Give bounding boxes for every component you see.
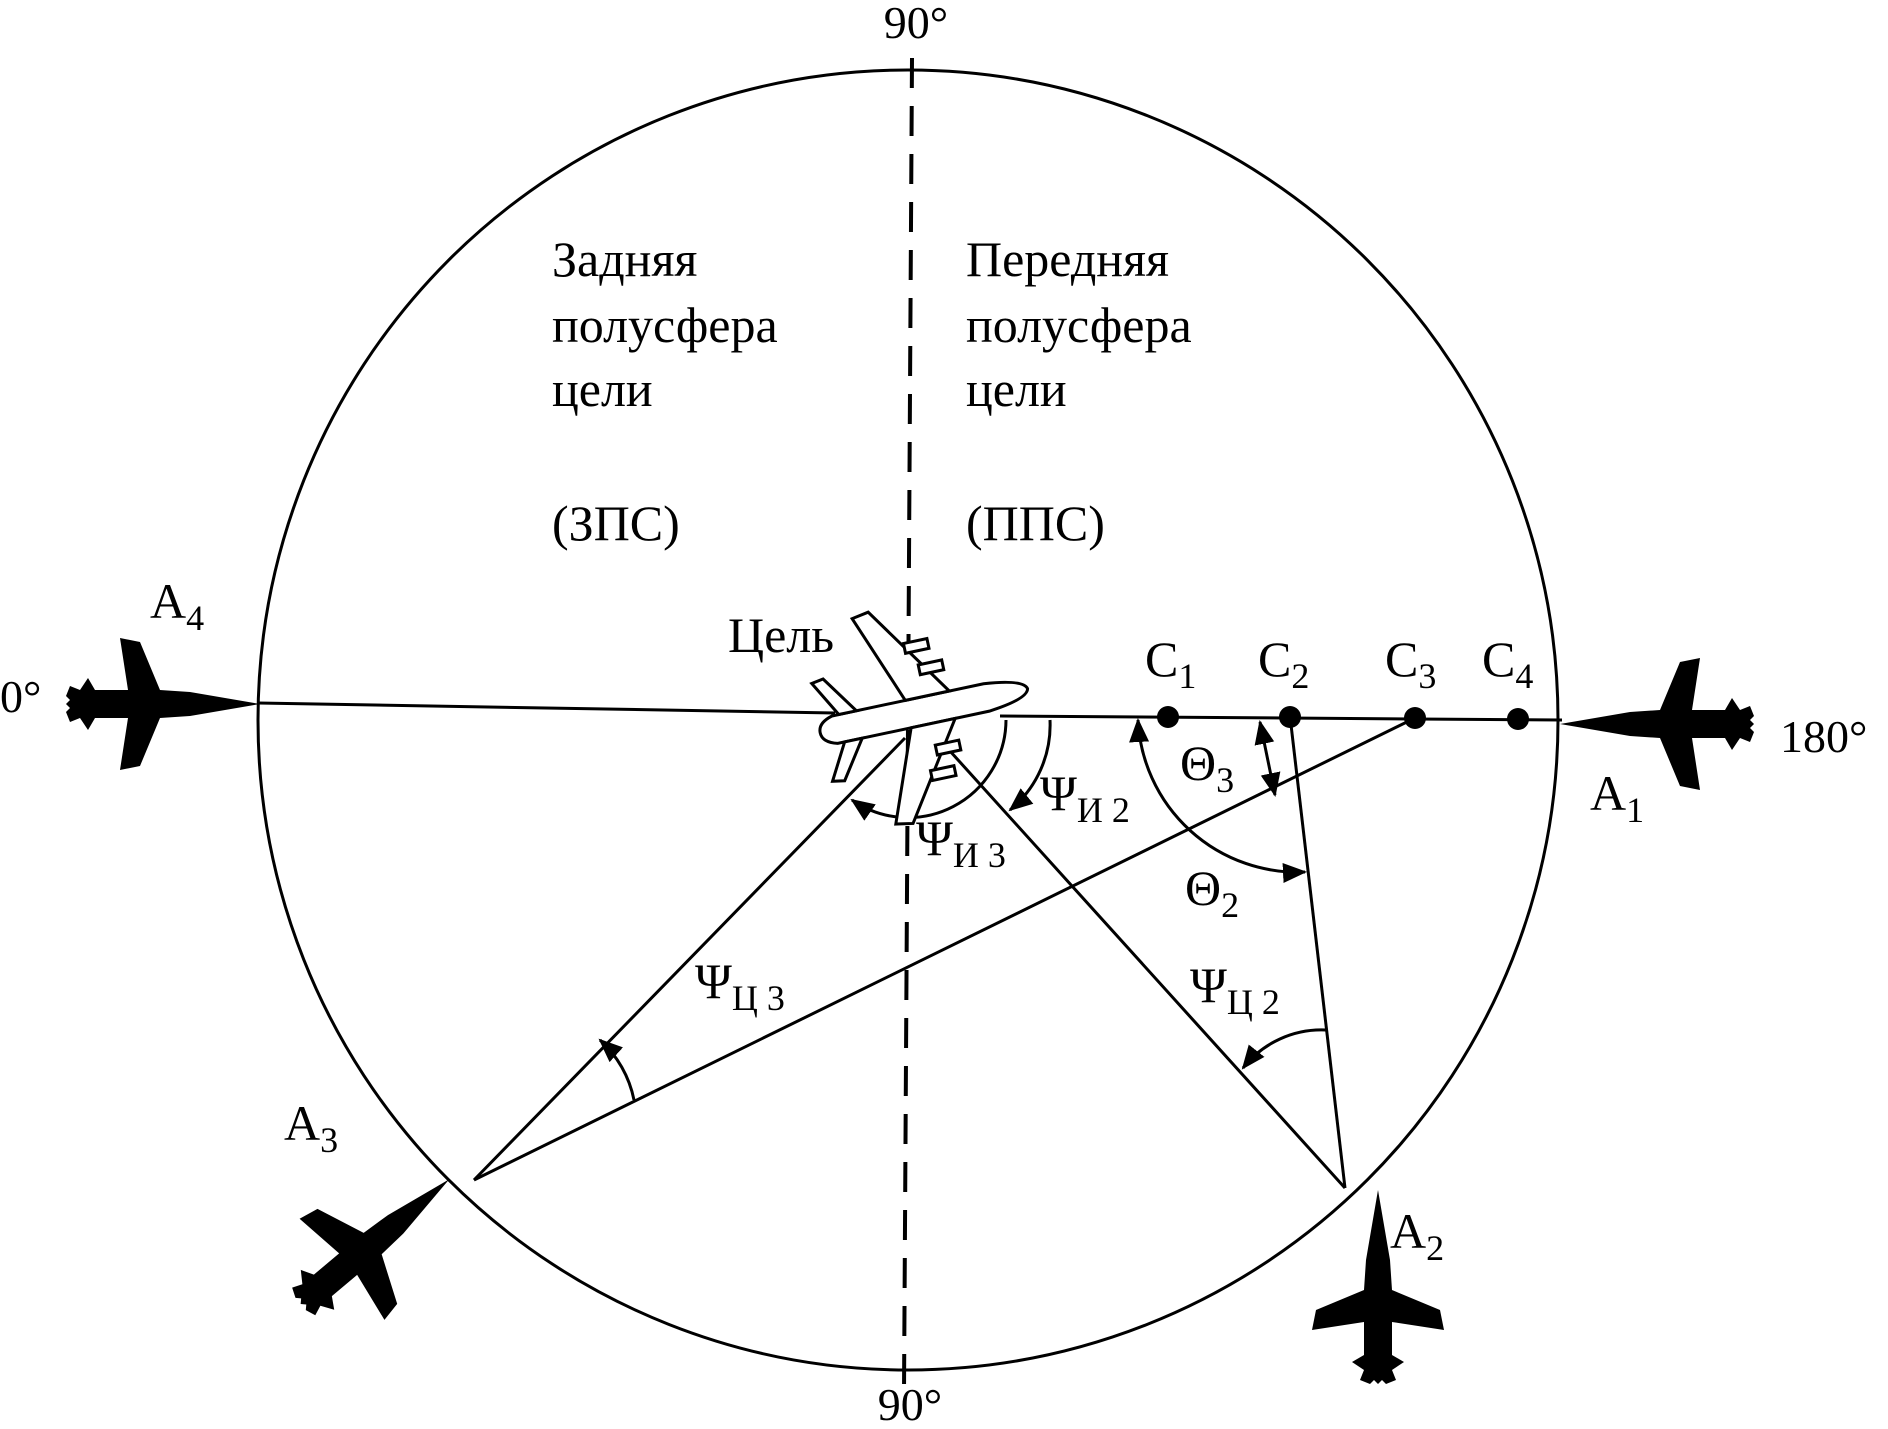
point-label-c3: C3 bbox=[1385, 631, 1436, 696]
svg-text:полусфера: полусфера bbox=[966, 297, 1192, 353]
point-c4 bbox=[1507, 708, 1529, 730]
svg-text:(ЗПС): (ЗПС) bbox=[552, 495, 680, 551]
attacker-label-a1: A1 bbox=[1590, 765, 1644, 830]
line-c2-a2 bbox=[1288, 715, 1347, 1189]
angle-label-psi-c2: ΨЦ 2 bbox=[1190, 957, 1280, 1022]
line-target-a3 bbox=[472, 736, 907, 1182]
point-c3 bbox=[1404, 707, 1426, 729]
angle-label-psi-i2: ΨИ 2 bbox=[1040, 765, 1130, 830]
arc-psi-c2 bbox=[1241, 1028, 1327, 1070]
label-right-180: 180° bbox=[1780, 711, 1867, 762]
attacker-label-a3: A3 bbox=[284, 1095, 338, 1160]
attacker-label-a2: A2 bbox=[1390, 1203, 1444, 1268]
line-target-a2 bbox=[938, 738, 1347, 1190]
point-c2 bbox=[1279, 706, 1301, 728]
svg-text:цели: цели bbox=[552, 361, 653, 417]
svg-text:Задняя: Задняя bbox=[552, 231, 697, 287]
point-c1 bbox=[1157, 706, 1179, 728]
arc-psi-i2 bbox=[1008, 719, 1052, 812]
angle-label-theta2: Θ2 bbox=[1185, 860, 1239, 925]
angle-label-psi-c3: ΨЦ 3 bbox=[695, 953, 785, 1018]
target-label: Цель bbox=[728, 607, 834, 663]
arc-theta2 bbox=[1129, 718, 1307, 883]
fighter-jet-icon-a4 bbox=[66, 638, 260, 770]
angle-label-theta3: Θ3 bbox=[1180, 735, 1234, 800]
label-top-90: 90° bbox=[884, 0, 948, 48]
point-label-c1: C1 bbox=[1145, 631, 1196, 696]
front-hemisphere-label: Передняя полусфера цели (ППС) bbox=[966, 231, 1192, 551]
fighter-jet-icon-a3 bbox=[258, 1128, 492, 1355]
svg-text:(ППС): (ППС) bbox=[966, 495, 1105, 551]
svg-text:полусфера: полусфера bbox=[552, 297, 778, 353]
angle-label-psi-i3: ΨИ 3 bbox=[916, 810, 1006, 875]
arc-psi-i3 bbox=[850, 719, 1008, 821]
point-label-c2: C2 bbox=[1258, 631, 1309, 696]
label-bottom-90: 90° bbox=[878, 1379, 942, 1429]
vertical-dashed-axis bbox=[902, 57, 914, 1393]
attacker-label-a4: A4 bbox=[150, 573, 204, 638]
horizontal-axis-left bbox=[257, 701, 836, 715]
svg-text:цели: цели bbox=[966, 361, 1067, 417]
arc-theta3 bbox=[1254, 720, 1281, 797]
arc-psi-c3 bbox=[598, 1038, 636, 1101]
svg-text:Передняя: Передняя bbox=[966, 231, 1169, 287]
airliner-icon bbox=[809, 610, 1030, 826]
rear-hemisphere-label: Задняя полусфера цели (ЗПС) bbox=[552, 231, 778, 551]
label-left-0: 0° bbox=[0, 671, 41, 722]
point-label-c4: C4 bbox=[1482, 631, 1533, 696]
